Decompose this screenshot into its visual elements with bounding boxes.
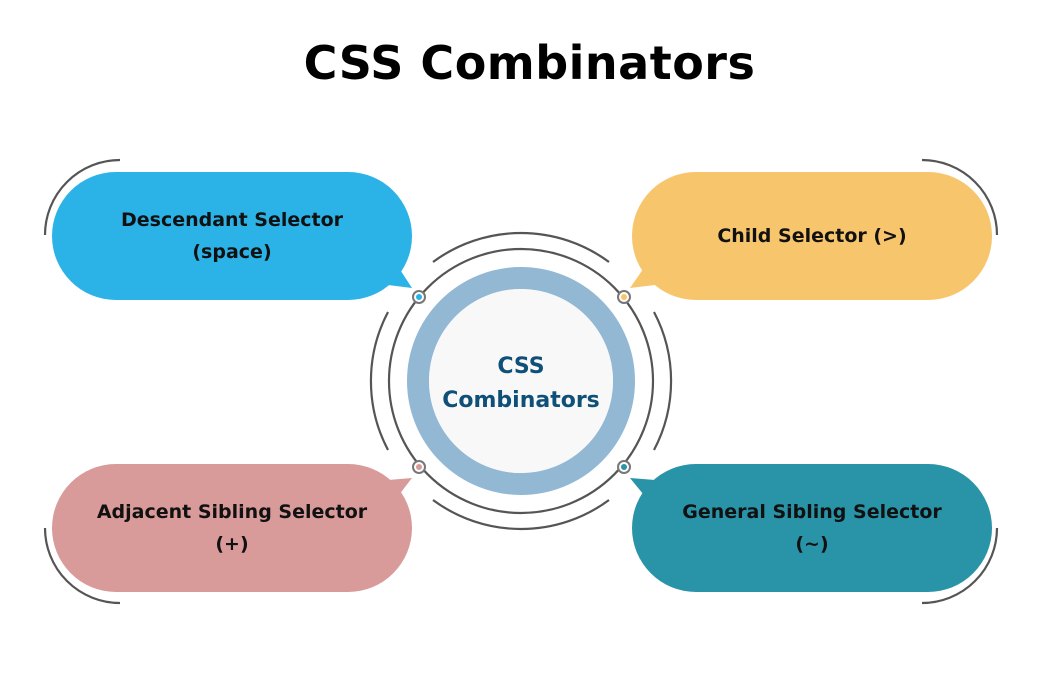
diagram-title: CSS Combinators (303, 36, 756, 90)
arc-top-right (921, 158, 999, 236)
outer-arc-bottom (432, 499, 610, 531)
child-selector-card: Child Selector (>) (632, 172, 992, 300)
descendant-selector-card: Descendant Selector (space) (52, 172, 412, 300)
center-ring (407, 267, 635, 495)
arc-bottom-left (43, 527, 121, 605)
center-label-line1: CSS (497, 354, 545, 379)
outer-arc-left (369, 311, 389, 451)
inner-orbit (387, 247, 655, 515)
card-title: Descendant Selector (120, 209, 344, 231)
card-title: General Sibling Selector (682, 501, 942, 523)
outer-arc-top (432, 231, 610, 263)
card-title: Child Selector (>) (717, 225, 907, 247)
adjacent-sibling-selector-card: Adjacent Sibling Selector (+) (52, 464, 412, 592)
card-symbol: (+) (215, 533, 249, 555)
outer-arc-right (653, 311, 673, 451)
center-label-line2: Combinators (442, 388, 600, 413)
center-label: CSS Combinators (428, 350, 614, 418)
center-circle (429, 289, 613, 473)
general-sibling-selector-card: General Sibling Selector (~) (632, 464, 992, 592)
card-symbol: (space) (192, 241, 272, 263)
arc-bottom-right (921, 527, 999, 605)
arc-top-left (43, 158, 121, 236)
card-title: Adjacent Sibling Selector (96, 501, 368, 523)
card-symbol: (~) (795, 533, 829, 555)
